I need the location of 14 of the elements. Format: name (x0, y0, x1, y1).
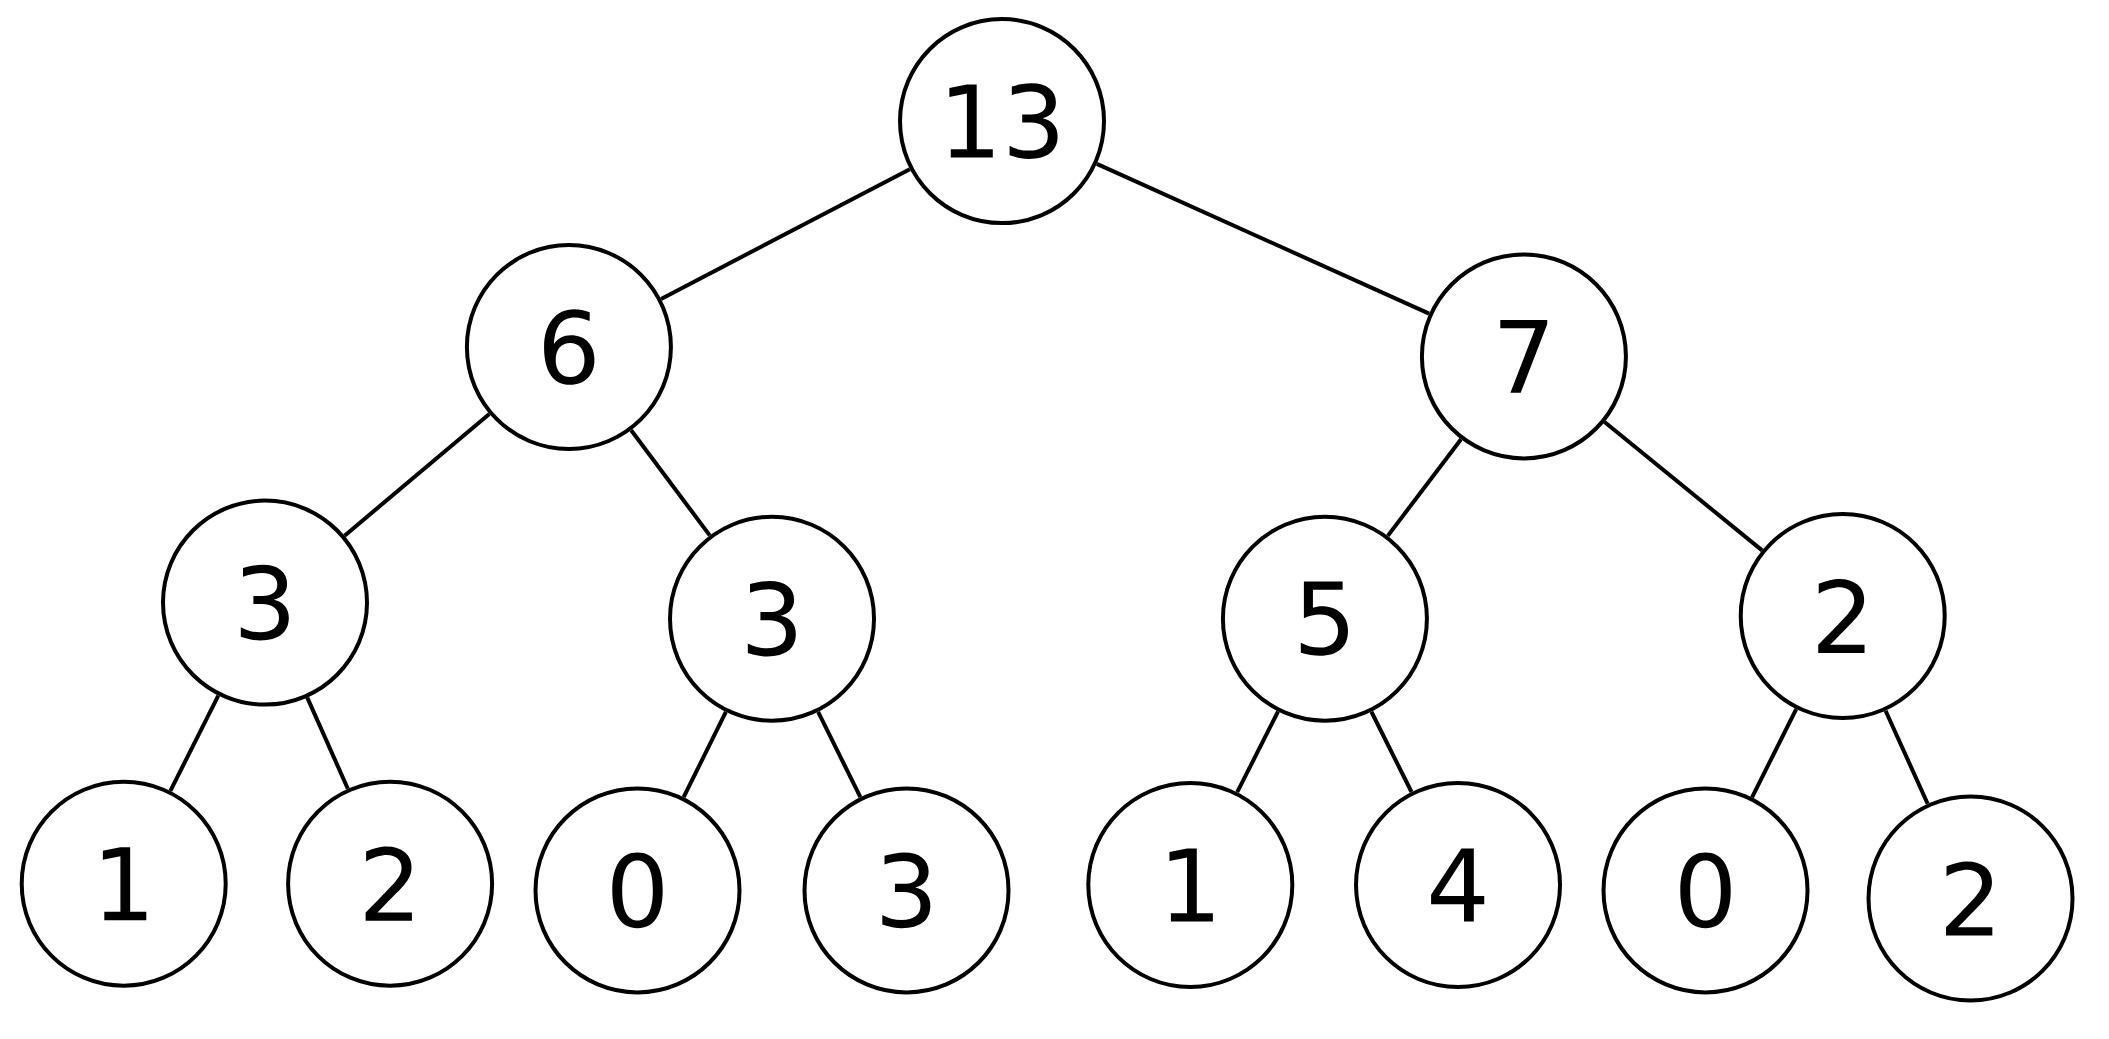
tree-edge (816, 711, 863, 799)
tree-edge (168, 694, 221, 792)
tree-edge (305, 696, 350, 790)
tree-edge (1235, 710, 1280, 794)
tree-edge (1386, 438, 1463, 538)
tree-edge (343, 412, 491, 538)
tree-edge (629, 429, 712, 537)
tree-edge (1750, 708, 1798, 799)
tree-edge (1603, 420, 1764, 552)
tree-edge (1096, 162, 1430, 316)
tree-edge (1369, 710, 1414, 793)
tree-edge (660, 167, 911, 301)
tree-edge (1883, 709, 1930, 805)
tree-edge (681, 711, 728, 799)
